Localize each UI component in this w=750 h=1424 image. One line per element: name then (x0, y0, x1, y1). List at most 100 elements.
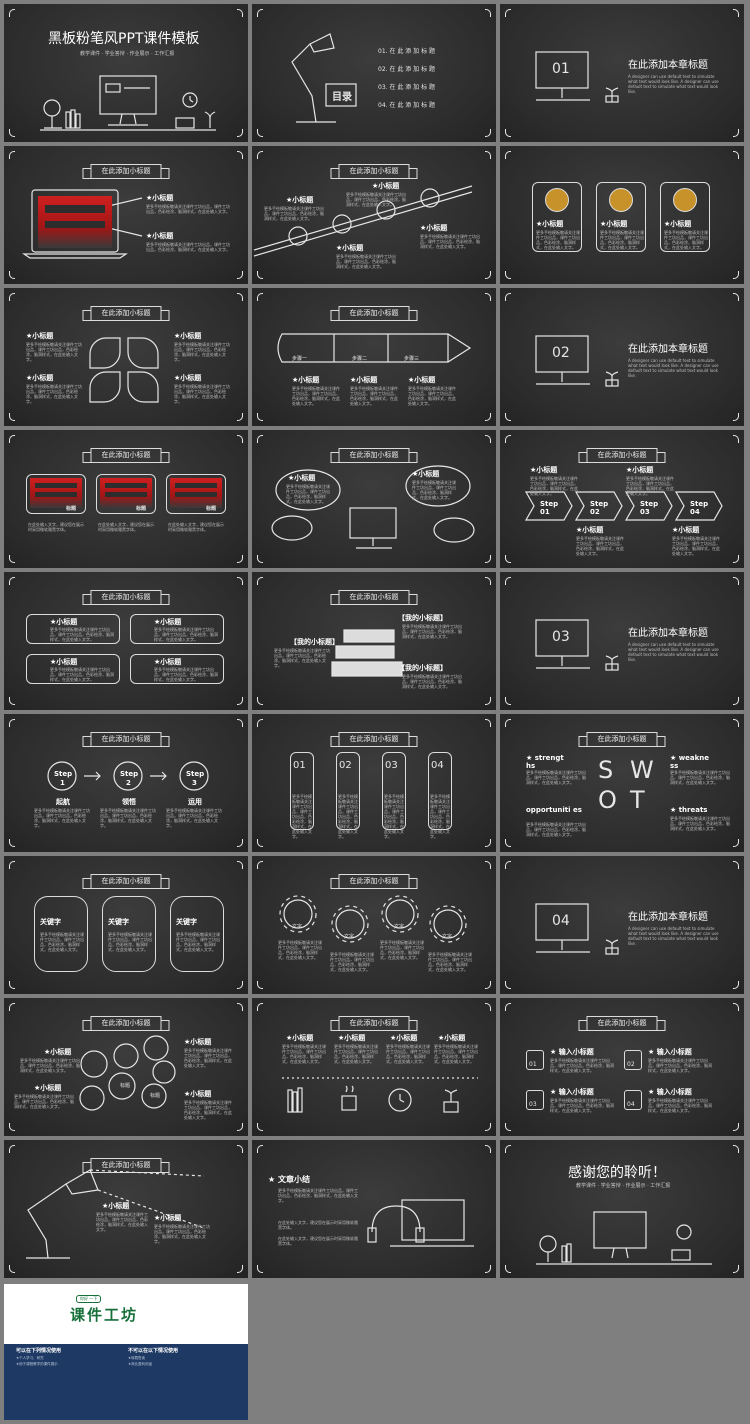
petal-body-3: 更多手绘模板敬请关注课件工坊出品，课件工坊出品，色彩绘涂，脑洞样式，在此处输入文… (26, 384, 82, 404)
avatar-3 (673, 188, 697, 212)
timeline-body-1: 更多手绘模板敬请关注课件工坊出品，课件工坊出品，色彩绘涂，脑洞样式，在此处输入文… (264, 206, 324, 221)
chevron-sub-3: ★小标题 (576, 526, 604, 534)
slide-ribbon: 在此添加小标题 (82, 732, 170, 747)
keyword-body-2: 更多手绘模板敬请关注课件工坊出品，课件工坊出品，色彩绘涂，脑洞样式，在此处输入文… (108, 932, 152, 952)
slide-laptop[interactable]: 在此添加小标题 ★小标题 更多手绘模板敬请关注课件工坊出品，课件工坊出品，色彩绘… (4, 146, 248, 284)
object-body-3: 更多手绘模板敬请关注课件工坊出品，课件工坊出品，色彩绘涂，脑洞样式，在此处输入文… (386, 1044, 430, 1064)
input-card-4 (624, 1090, 642, 1110)
monitor-icon (535, 335, 619, 387)
cover-title: 黑板粉笔风PPT课件模板 (48, 31, 200, 47)
slide-ribbon: 在此添加小标题 (578, 1016, 666, 1031)
circle-step-label-1: Step (54, 770, 73, 778)
cloud-sub-2: ★小标题 (412, 470, 440, 478)
input-sub-4: ★ 输入小标题 (648, 1088, 692, 1096)
box-body-4: 更多手绘模板敬请关注课件工坊出品，课件工坊出品，色彩绘涂，脑洞样式，在此处输入文… (154, 667, 218, 682)
slide-avatars[interactable]: ★小标题 ★小标题 ★小标题 更多手绘模板敬请关注课件工坊出品，课件工坊出品，色… (500, 146, 744, 284)
slide-three-photos[interactable]: 在此添加小标题 标题 标题 标题 在此处输入文字，建议您在展示时采用微软雅黑字体… (4, 430, 248, 568)
slide-books[interactable]: 在此添加小标题 【我的小标题】 更多手绘模板敬请关注课件工坊出品，课件工坊出品，… (252, 572, 496, 710)
photo-tag-1: 标题 (66, 506, 77, 512)
slide-toc[interactable]: 目录 01. 在 此 添 加 标 题 02. 在 此 添 加 标 题 03. 在… (252, 4, 496, 142)
slide-chevrons[interactable]: 在此添加小标题 Step 01 Step 02 Step 03 Step 04 … (500, 430, 744, 568)
input-card-2 (624, 1050, 642, 1070)
laptop-headphones-icon (367, 1199, 474, 1247)
cluster-label-1: 标题 (120, 1083, 131, 1089)
usage-forbidden-2: ★商业盈利用途 (128, 1362, 153, 1366)
photo-frame-3 (166, 474, 226, 514)
box-sub-4: ★小标题 (154, 658, 182, 666)
keyword-3: 关键字 (176, 918, 197, 926)
circle-step-body-3: 更多手绘模板敬请关注课件工坊出品，课件工坊出品，色彩绘涂，脑洞样式，在此处输入文… (166, 808, 222, 828)
swot-s: S (598, 756, 614, 784)
cloud-body-2: 更多手绘模板敬请关注课件工坊出品，课件工坊出品，色彩绘涂，脑洞样式，在此处输入文… (412, 480, 456, 500)
section-title: 在此添加本章标题 (628, 912, 708, 923)
computer-desk-icon (536, 1211, 712, 1265)
swot-label-o: opportuniti es (526, 806, 582, 814)
timeline-line (253, 185, 473, 257)
num-card-2 (336, 752, 360, 830)
summary-body-1: 更多手绘模板敬请关注课件工坊出品，课件工坊出品，色彩绘涂，脑洞样式，在此处输入文… (278, 1188, 358, 1203)
slide-section-02[interactable]: 02 在此添加本章标题 A designer can use default t… (500, 288, 744, 426)
timeline-sub-2: ★小标题 (372, 182, 400, 190)
swot-body-t: 更多手绘模板敬请关注课件工坊出品，课件工坊出品，色彩绘涂，脑洞样式，在此处输入文… (670, 816, 730, 831)
slide-ending[interactable]: 感谢您的聆听！ 教学课件 · 学业答辩 · 作业展示 · 工作汇报 (500, 1140, 744, 1278)
slide-swot[interactable]: 在此添加小标题 S W O T ★ strengt hs 更多手绘模板敬请关注课… (500, 714, 744, 852)
slide-four-boxes[interactable]: 在此添加小标题 ★小标题 更多手绘模板敬请关注课件工坊出品，课件工坊出品，色彩绘… (4, 572, 248, 710)
usage-allowed-1: ★个人学习、研究 (16, 1356, 44, 1360)
slide-keyword-frames[interactable]: 在此添加小标题 关键字 关键字 关键字 更多手绘模板敬请关注课件工坊出品，课件工… (4, 856, 248, 994)
photo-tag-3: 标题 (206, 506, 217, 512)
avatar-card-2 (596, 182, 646, 252)
chevron-body-4: 更多手绘模板敬请关注课件工坊出品，课件工坊出品，色彩绘涂，脑洞样式，在此处输入文… (672, 536, 720, 556)
slide-input-cards[interactable]: 在此添加小标题 01 02 03 04 ★ 输入小标题 更多手绘模板敬请关注课件… (500, 998, 744, 1136)
book-body-2: 更多手绘模板敬请关注课件工坊出品，课件工坊出品，色彩绘涂，脑洞样式，在此处输入文… (274, 648, 330, 668)
chevron-step-1: Step 01 (540, 500, 559, 516)
slide-four-circles[interactable]: 在此添加小标题 ★小标题 更多手绘模板敬请关注课件工坊出品，课件工坊出品，色彩绘… (4, 288, 248, 426)
slide-timeline[interactable]: 在此添加小标题 ★小标题 更多手绘模板敬请关注课件工坊出品，课件工坊出品，色彩绘… (252, 146, 496, 284)
pencil-sub-3: ★小标题 (408, 376, 436, 384)
pencil-body-1: 更多手绘模板敬请关注课件工坊出品，课件工坊出品，色彩绘涂，脑洞样式，在此处输入文… (292, 386, 340, 406)
avatar-body-1: 更多手绘模板敬请关注课件工坊出品，课件工坊出品，色彩绘涂，脑洞样式，在此处输入文… (536, 230, 580, 250)
lamp-body-1: 更多手绘模板敬请关注课件工坊出品，课件工坊出品，色彩绘涂，脑洞样式，在此处输入文… (96, 1212, 148, 1232)
num-card-label-1: 01 (293, 760, 306, 771)
toc-item-4[interactable]: 04. 在 此 添 加 标 题 (378, 102, 435, 109)
slide-objects[interactable]: 在此添加小标题 ★小标题 更多手绘模板敬请关注课件工坊出品，课件工坊出品，色彩绘… (252, 998, 496, 1136)
section-desc: A designer can use default text to simul… (628, 358, 719, 378)
slide-ribbon: 在此添加小标题 (330, 164, 418, 179)
slide-summary[interactable]: ★ 文章小结 更多手绘模板敬请关注课件工坊出品，课件工坊出品，色彩绘涂，脑洞样式… (252, 1140, 496, 1278)
toc-badge: 目录 (332, 92, 352, 103)
toc-item-3[interactable]: 03. 在 此 添 加 标 题 (378, 84, 435, 91)
object-sub-4: ★小标题 (438, 1034, 466, 1042)
slide-section-01[interactable]: 01 在此添加本章标题 A designer can use default t… (500, 4, 744, 142)
slide-numbered-cards[interactable]: 在此添加小标题 01 02 03 04 更多手绘模板敬请关注课件工坊出品，课件工… (252, 714, 496, 852)
slide-cover[interactable]: 黑板粉笔风PPT课件模板 教学课件 · 学业答辩 · 作业展示 · 工作汇报 (4, 4, 248, 142)
slide-section-03[interactable]: 03 在此添加本章标题 A designer can use default t… (500, 572, 744, 710)
section-title: 在此添加本章标题 (628, 60, 708, 71)
input-sub-1: ★ 输入小标题 (550, 1048, 594, 1056)
photo-caption-2: 在此处输入文字，建议您在展示时采用微软雅黑字体。 (98, 522, 154, 532)
slide-ribbon: 在此添加小标题 (82, 1158, 170, 1173)
section-desc: A designer can use default text to simul… (628, 74, 719, 94)
section-number: 01 (552, 61, 570, 77)
slide-section-04[interactable]: 04 在此添加本章标题 A designer can use default t… (500, 856, 744, 994)
objects-icons (282, 1077, 478, 1113)
usage-allowed-2: ★用于课程教学的课件展示 (16, 1362, 58, 1366)
avatar-card-3 (660, 182, 710, 252)
slide-gears[interactable]: 在此添加小标题 文字 文字 文字 文字 更多手绘模板敬请关注课件工坊出品，课件工… (252, 856, 496, 994)
lamp-sub-2: ★小标题 (154, 1214, 182, 1222)
slide-ribbon: 在此添加小标题 (330, 732, 418, 747)
gear-label-1: 文字 (292, 924, 303, 930)
chevron-body-2: 更多手绘模板敬请关注课件工坊出品，课件工坊出品，色彩绘涂，脑洞样式，在此处输入文… (626, 476, 674, 496)
slide-ribbon: 在此添加小标题 (82, 590, 170, 605)
num-card-body-3: 更多手绘模板敬请关注课件工坊出品，课件工坊出品，色彩绘涂，脑洞样式，在此处输入文… (384, 794, 404, 839)
slide-pencil-steps[interactable]: 在此添加小标题 步骤一 步骤二 步骤三 ★小标题 更多手绘模板敬请关注课件工坊出… (252, 288, 496, 426)
section-title: 在此添加本章标题 (628, 344, 708, 355)
num-card-1 (290, 752, 314, 830)
slide-circle-steps[interactable]: 在此添加小标题 Step 1 Step 2 Step 3 起航 领悟 运用 更多… (4, 714, 248, 852)
slide-gear-cluster[interactable]: 在此添加小标题 标题 标题 ★小标题 更多手绘模板敬请关注课件工坊出品，课件工坊… (4, 998, 248, 1136)
slide-lamp[interactable]: 在此添加小标题 ★小标题 更多手绘模板敬请关注课件工坊出品，课件工坊出品，色彩绘… (4, 1140, 248, 1278)
slide-clouds[interactable]: 在此添加小标题 ★小标题 更多手绘模板敬请关注课件工坊出品，课件工坊出品，色彩绘… (252, 430, 496, 568)
usage-forbidden-title: 不可以在以下情况使用 (128, 1348, 179, 1354)
toc-item-1[interactable]: 01. 在 此 添 加 标 题 (378, 48, 435, 55)
box-body-3: 更多手绘模板敬请关注课件工坊出品，课件工坊出品，色彩绘涂，脑洞样式，在此处输入文… (50, 667, 114, 682)
toc-item-2[interactable]: 02. 在 此 添 加 标 题 (378, 66, 435, 73)
photo-caption-1: 在此处输入文字，建议您在展示时采用微软雅黑字体。 (28, 522, 84, 532)
